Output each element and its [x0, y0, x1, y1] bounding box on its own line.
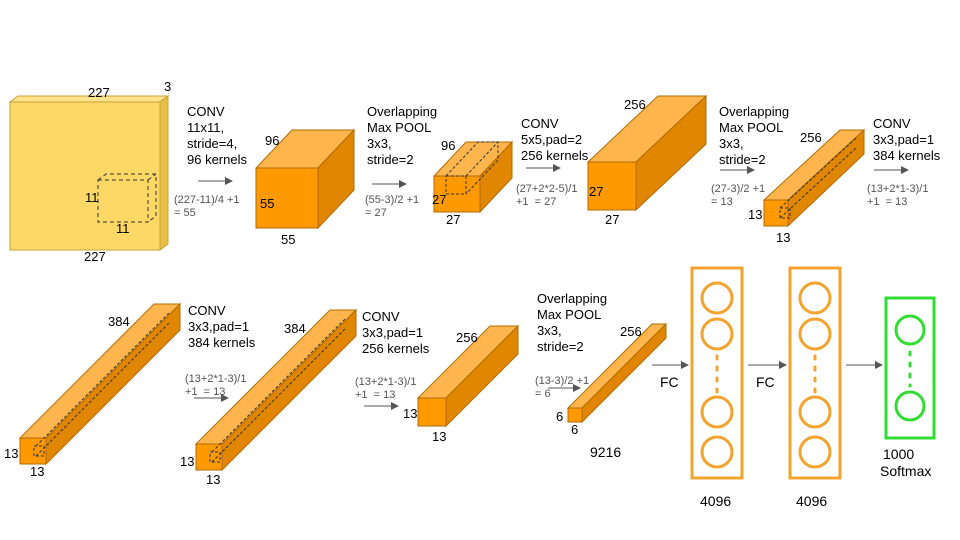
vol6-depth: 384	[284, 321, 306, 336]
volume-conv4	[194, 308, 358, 472]
pool2-label: Overlapping Max POOL 3x3, stride=2	[719, 104, 790, 167]
volume-conv1	[254, 128, 356, 230]
input-width-label: 227	[88, 85, 110, 100]
volume-pool3	[566, 322, 668, 424]
volume-pool2	[762, 128, 866, 228]
fc1-size: 4096	[700, 493, 732, 509]
fc1-label: FC	[660, 374, 679, 390]
vol3-width: 27	[605, 212, 620, 227]
vol7-depth: 256	[456, 330, 478, 345]
vol6-height: 13	[180, 454, 195, 469]
conv1-formula: (227-11)/4 +1 = 55	[174, 194, 240, 219]
vol8-height: 6	[556, 409, 564, 424]
conv3-formula: (13+2*1-3)/1 +1 = 13	[867, 183, 929, 208]
vol5-depth: 384	[108, 314, 130, 329]
conv2-formula: (27+2*2-5)/1 +1 = 27	[516, 183, 578, 208]
flatten-size: 9216	[590, 444, 622, 460]
conv5-formula: (13+2*1-3)/1 +1 = 13	[355, 376, 417, 401]
vol3-depth: 256	[624, 97, 646, 112]
pool2-formula: (27-3)/2 +1 = 13	[711, 183, 766, 208]
vol4-height: 13	[748, 207, 763, 222]
vol8-depth: 256	[620, 324, 642, 339]
vol6-width: 13	[206, 472, 221, 487]
input-volume	[8, 95, 170, 251]
vol4-width: 13	[776, 230, 791, 245]
conv4-formula: (13+2*1-3)/1 +1 = 13	[185, 373, 247, 398]
conv5-label: CONV 3x3,pad=1 256 kernels	[362, 309, 430, 356]
pool3-label: Overlapping Max POOL 3x3, stride=2	[537, 291, 608, 354]
vol1-width: 55	[281, 232, 296, 247]
fc2-label: FC	[756, 374, 775, 390]
conv3-label: CONV 3x3,pad=1 384 kernels	[873, 116, 941, 163]
vol7-height: 13	[403, 406, 418, 421]
vol2-height: 27	[432, 192, 447, 207]
volume-conv3	[18, 302, 182, 466]
fc-layer-2	[788, 266, 842, 480]
volume-pool1	[432, 140, 514, 214]
vol1-height: 55	[260, 196, 275, 211]
output-size: 1000	[883, 446, 915, 462]
pool1-formula: (55-3)/2 +1 = 27	[365, 194, 420, 219]
vol1-depth: 96	[265, 133, 280, 148]
vol2-width: 27	[446, 212, 461, 227]
conv1-label: CONV 11x11, stride=4, 96 kernels	[187, 104, 247, 167]
vol8-width: 6	[571, 422, 579, 437]
fc-layer-1	[690, 266, 744, 480]
vol2-depth: 96	[441, 138, 456, 153]
pool3-formula: (13-3)/2 +1 = 6	[535, 375, 590, 400]
fc2-size: 4096	[796, 493, 828, 509]
vol4-depth: 256	[800, 130, 822, 145]
conv4-label: CONV 3x3,pad=1 384 kernels	[188, 303, 256, 350]
input-height-label: 227	[84, 249, 106, 264]
pool1-label: Overlapping Max POOL 3x3, stride=2	[367, 104, 438, 167]
input-depth-label: 3	[164, 79, 172, 94]
vol7-width: 13	[432, 429, 447, 444]
volume-conv2	[586, 94, 708, 212]
kernel-height-label: 11	[85, 190, 99, 205]
vol5-height: 13	[4, 446, 19, 461]
kernel-width-label: 11	[116, 221, 130, 236]
vol5-width: 13	[30, 464, 45, 479]
conv2-label: CONV 5x5,pad=2 256 kernels	[521, 116, 589, 163]
vol3-height: 27	[589, 184, 604, 199]
softmax-layer	[884, 296, 936, 440]
volume-conv5	[416, 324, 520, 428]
kernel-box	[97, 173, 157, 223]
arrows	[194, 164, 909, 410]
output-activation: Softmax	[880, 463, 932, 479]
